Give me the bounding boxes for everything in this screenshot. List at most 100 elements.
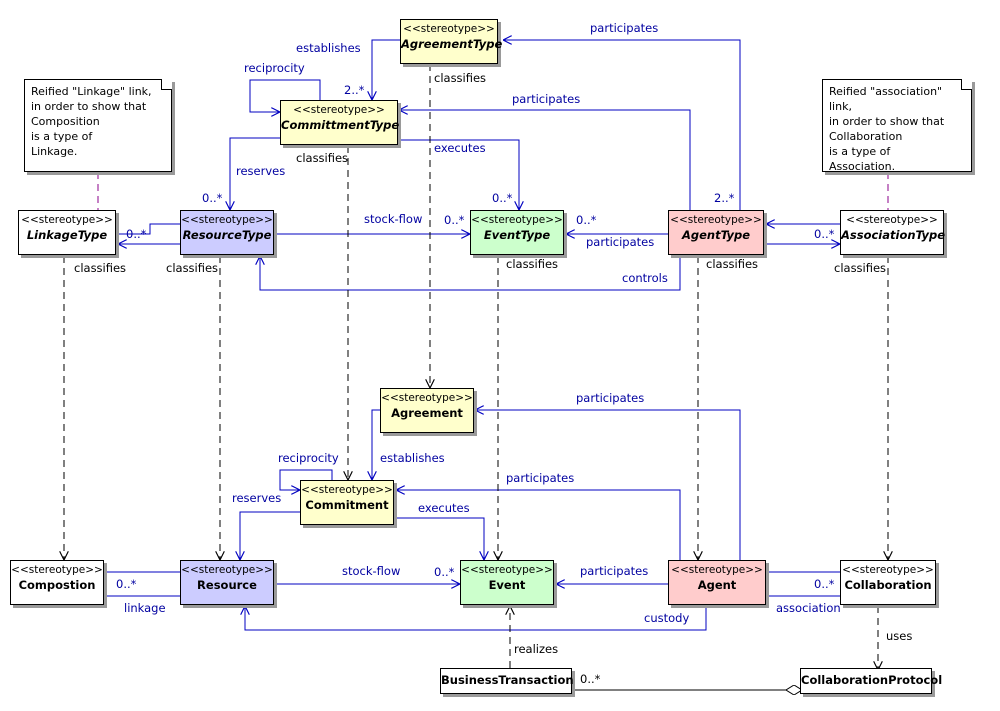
class-agent[interactable]: <<stereotype>> Agent [668,560,766,605]
label-participates: participates [512,92,581,106]
stereotype-label: <<stereotype>> [11,564,103,576]
label-reciprocity: reciprocity [278,451,339,465]
label-multiplicity: 0..* [126,227,147,241]
edge-custody [245,605,707,631]
class-name: Commitment [305,498,389,512]
label-participates: participates [586,235,655,249]
label-linkage: linkage [124,601,166,615]
label-multiplicity: 0..* [434,565,455,579]
class-agreement-type[interactable]: <<stereotype>> AgreementType [400,19,503,64]
label-multiplicity: 0..* [492,191,513,205]
class-commitment[interactable]: <<stereotype>> Commitment [300,480,394,525]
class-collaboration[interactable]: <<stereotype>> Collaboration [840,560,936,605]
class-agreement[interactable]: <<stereotype>> Agreement [380,388,474,433]
label-multiplicity: 0..* [116,577,137,591]
label-reserves: reserves [232,491,282,505]
edge-linkagetype-a [118,223,180,235]
stereotype-label: <<stereotype>> [181,564,273,576]
stereotype-label: <<stereotype>> [293,104,385,116]
edge-controls [260,255,681,291]
label-classifies: classifies [506,257,559,271]
edge-participates-commitment [396,490,681,560]
class-name: LinkageType [26,228,108,242]
edge-executes-bottom [394,517,484,560]
label-multiplicity: 0..* [202,191,223,205]
label-reserves: reserves [236,164,286,178]
edge-reciprocity-bottom [279,469,333,490]
class-name: Event [488,578,526,592]
label-multiplicity: 0..* [444,213,465,227]
edge-reciprocity-top [249,79,321,112]
class-name: Agent [697,578,737,592]
class-association-type[interactable]: <<stereotype>> AssociationType [840,210,946,255]
label-participates: participates [580,564,649,578]
edge-establishes-top [372,39,400,100]
label-reciprocity: reciprocity [244,61,305,75]
label-participates: participates [590,21,659,35]
edge-participates-agreementtype [503,40,741,210]
note-association: Reified "association" link, in order to … [822,79,972,173]
edge-executes-top [399,139,519,210]
stereotype-label: <<stereotype>> [461,564,553,576]
label-classifies: classifies [166,261,219,275]
label-classifies: classifies [74,261,127,275]
label-classifies: classifies [706,257,759,271]
edge-reserves-top [230,137,282,210]
edge-participates-committmenttype [399,110,691,210]
class-name: CommittmentType [281,118,400,132]
label-executes: executes [418,501,470,515]
class-name: Collaboration [844,578,932,592]
label-stock-flow: stock-flow [364,212,423,226]
label-association: association [776,601,841,615]
stereotype-label: <<stereotype>> [181,214,273,226]
label-classifies: classifies [834,261,887,275]
class-resource-type[interactable]: <<stereotype>> ResourceType [180,210,274,255]
class-name: Agreement [391,406,463,420]
class-resource[interactable]: <<stereotype>> Resource [180,560,274,605]
class-name: BusinessTransaction [441,673,574,687]
label-realizes: realizes [514,642,559,656]
label-executes: executes [434,141,486,155]
stereotype-label: <<stereotype>> [842,564,934,576]
stereotype-label: <<stereotype>> [670,214,762,226]
class-name: EventType [483,228,551,242]
note-linkage: Reified "Linkage" link, in order to show… [24,79,172,172]
edge-participates-agreement [475,410,741,560]
stereotype-label: <<stereotype>> [403,23,495,35]
label-classifies: classifies [296,151,349,165]
class-event[interactable]: <<stereotype>> Event [460,560,554,605]
label-establishes: establishes [380,451,445,465]
class-collaboration-protocol[interactable]: CollaborationProtocol [800,668,943,694]
note-fold-icon [161,79,172,90]
label-participates: participates [506,471,575,485]
class-name: AgreementType [401,37,503,51]
stereotype-label: <<stereotype>> [846,214,938,226]
stereotype-label: <<stereotype>> [471,214,563,226]
class-linkage-type[interactable]: <<stereotype>> LinkageType [18,210,116,255]
edge-establishes-bottom [372,409,380,480]
class-name: AgentType [681,228,751,242]
label-classifies: classifies [434,71,487,85]
stereotype-label: <<stereotype>> [381,392,473,404]
label-multiplicity: 0..* [814,577,835,591]
class-agent-type[interactable]: <<stereotype>> AgentType [668,210,764,255]
label-multiplicity: 2..* [714,191,735,205]
class-name: CollaborationProtocol [801,673,943,687]
label-multiplicity: 0..* [814,227,835,241]
class-name: AssociationType [841,228,946,242]
class-name: Compostion [18,578,96,592]
label-establishes: establishes [296,41,361,55]
class-compostion[interactable]: <<stereotype>> Compostion [10,560,104,605]
label-custody: custody [644,611,690,625]
stereotype-label: <<stereotype>> [301,484,393,496]
note-fold-icon [961,79,972,90]
class-committment-type[interactable]: <<stereotype>> CommittmentType [280,100,400,145]
label-multiplicity: 2..* [344,83,365,97]
label-multiplicity: 0..* [580,672,601,686]
class-event-type[interactable]: <<stereotype>> EventType [470,210,564,255]
label-uses: uses [886,629,913,643]
label-stock-flow: stock-flow [342,564,401,578]
class-business-transaction[interactable]: BusinessTransaction [440,668,574,694]
